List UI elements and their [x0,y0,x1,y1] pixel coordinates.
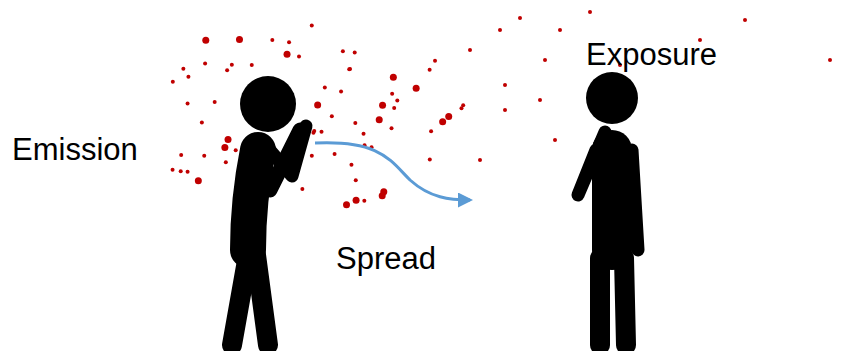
droplet [225,136,232,143]
droplet [468,48,472,52]
droplet [300,187,304,191]
stage-label: Exposure [586,38,717,72]
droplet [413,85,420,92]
droplet [478,158,482,162]
droplet [558,28,562,32]
droplet [348,67,352,71]
droplet [200,120,204,124]
stage-label: Emission [12,133,138,167]
droplet [379,102,386,109]
emitting-person [232,76,306,345]
droplet [186,102,190,106]
droplet [538,98,542,102]
droplet [213,100,217,104]
droplet [353,50,357,54]
droplet [310,24,314,28]
droplet [743,18,747,22]
droplet [202,37,209,44]
spread-arrow [315,143,470,200]
droplet [221,144,228,151]
droplet [429,129,433,133]
droplet [343,201,350,208]
droplet [433,59,437,63]
droplet [284,51,291,58]
droplet [230,63,234,67]
droplet [390,126,394,130]
droplet [553,138,557,142]
droplet [392,106,396,110]
droplet [503,83,507,87]
droplet [311,131,315,135]
droplet [395,98,399,102]
droplet [428,158,432,162]
droplet [362,132,366,136]
droplet [234,148,238,152]
droplet [339,90,343,94]
droplet [341,49,345,53]
droplet [518,16,522,20]
droplet [379,192,386,199]
droplet [459,106,463,110]
droplet [323,86,327,90]
droplet [353,121,357,125]
droplet [287,40,291,44]
droplet [503,108,507,112]
droplet [349,163,353,167]
droplet [186,170,190,174]
droplet-cloud [171,10,832,208]
droplet [828,58,832,62]
droplet [428,68,432,72]
droplet [376,116,383,123]
droplet [362,199,366,203]
droplet [588,10,592,14]
droplet [203,61,207,65]
droplet [498,28,502,32]
droplet [224,160,228,164]
droplet [195,177,202,184]
droplet [171,168,175,172]
droplet [202,154,206,158]
droplet [171,80,175,84]
droplet [310,154,314,158]
droplet [439,118,446,125]
droplet [445,113,452,120]
droplet [390,74,397,81]
droplet [543,58,547,62]
droplet [181,67,185,71]
droplet [353,197,360,204]
droplet [236,36,243,43]
droplet [314,102,321,109]
exposed-person [578,72,638,345]
droplet [179,153,183,157]
droplet [297,55,301,59]
droplet [390,92,394,96]
droplet [354,178,358,182]
droplet [333,152,337,156]
droplet [330,114,334,118]
droplet [179,169,183,173]
droplet [347,67,351,71]
droplet [250,63,254,67]
droplet [270,38,274,42]
droplet [186,75,190,79]
stage-label: Spread [336,242,436,276]
droplet [320,130,324,134]
droplet [225,68,229,72]
